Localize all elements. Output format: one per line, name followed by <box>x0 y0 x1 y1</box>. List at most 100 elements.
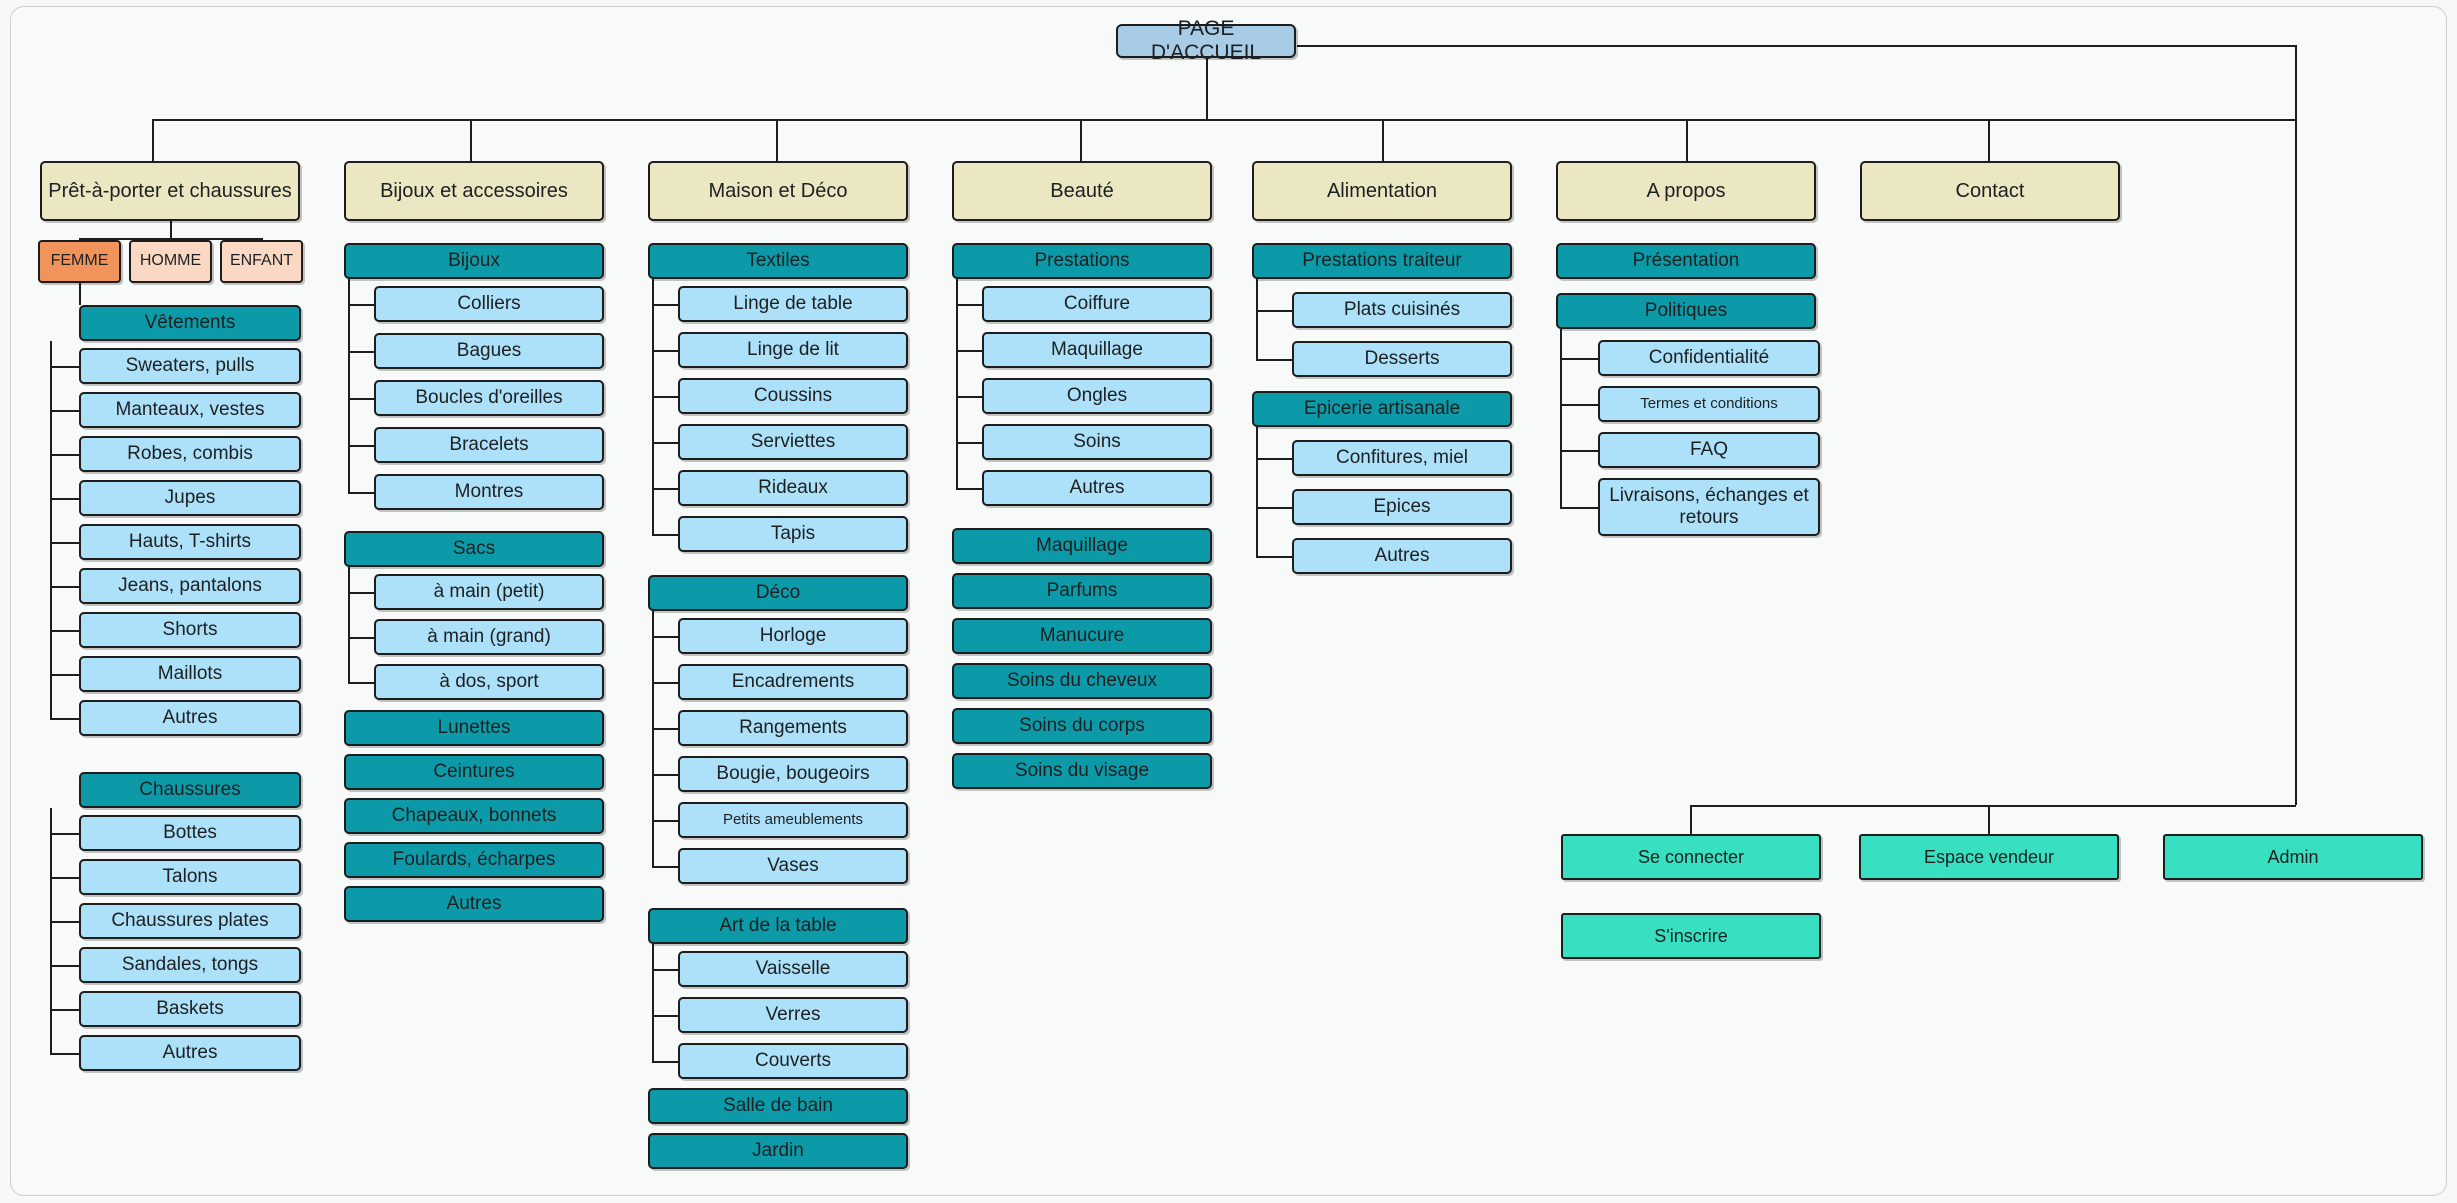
leaf-politiques-2[interactable]: Termes et conditions <box>1598 386 1820 422</box>
leaf-prestations-3[interactable]: Ongles <box>982 378 1212 414</box>
node-category-a-propos[interactable]: A propos <box>1556 161 1816 221</box>
node-maison-tail-1[interactable]: Salle de bain <box>648 1088 908 1124</box>
node-accessoire-2[interactable]: Ceintures <box>344 754 604 790</box>
leaf-traiteur-2[interactable]: Desserts <box>1292 341 1512 377</box>
leaf-bijoux-5[interactable]: Montres <box>374 474 604 510</box>
leaf-epicerie-3[interactable]: Autres <box>1292 538 1512 574</box>
leaf-vetements-8[interactable]: Maillots <box>79 656 301 692</box>
leaf-textiles-stub-4 <box>652 442 678 444</box>
leaf-vetements-7[interactable]: Shorts <box>79 612 301 648</box>
leaf-vetements-5[interactable]: Hauts, T-shirts <box>79 524 301 560</box>
node-accessoire-3[interactable]: Chapeaux, bonnets <box>344 798 604 834</box>
node-section-prestations[interactable]: Prestations <box>952 243 1212 279</box>
node-section-vetements[interactable]: Vêtements <box>79 305 301 341</box>
node-beaute-produit-3[interactable]: Manucure <box>952 618 1212 654</box>
leaf-traiteur-1[interactable]: Plats cuisinés <box>1292 292 1512 328</box>
node-section-epicerie[interactable]: Epicerie artisanale <box>1252 391 1512 427</box>
node-section-bijoux[interactable]: Bijoux <box>344 243 604 279</box>
node-category-contact[interactable]: Contact <box>1860 161 2120 221</box>
connector-drop-3 <box>776 119 778 161</box>
action-se-connecter[interactable]: Se connecter <box>1561 834 1821 880</box>
action-s-inscrire[interactable]: S'inscrire <box>1561 913 1821 959</box>
action-admin[interactable]: Admin <box>2163 834 2423 880</box>
leaf-art-1[interactable]: Vaisselle <box>678 951 908 987</box>
node-category-alimentation[interactable]: Alimentation <box>1252 161 1512 221</box>
leaf-chaussures-2[interactable]: Talons <box>79 859 301 895</box>
node-maison-tail-2[interactable]: Jardin <box>648 1133 908 1169</box>
node-section-textiles[interactable]: Textiles <box>648 243 908 279</box>
node-beaute-produit-4[interactable]: Soins du cheveux <box>952 663 1212 699</box>
connector-drop-4 <box>1080 119 1082 161</box>
leaf-art-2[interactable]: Verres <box>678 997 908 1033</box>
leaf-vetements-1[interactable]: Sweaters, pulls <box>79 348 301 384</box>
leaf-prestations-1[interactable]: Coiffure <box>982 286 1212 322</box>
leaf-art-3[interactable]: Couverts <box>678 1043 908 1079</box>
leaf-chaussures-6[interactable]: Autres <box>79 1035 301 1071</box>
connector-femme-down <box>79 283 81 305</box>
node-section-politiques[interactable]: Politiques <box>1556 293 1816 329</box>
leaf-politiques-3[interactable]: FAQ <box>1598 432 1820 468</box>
node-section-chaussures[interactable]: Chaussures <box>79 772 301 808</box>
leaf-textiles-4[interactable]: Serviettes <box>678 424 908 460</box>
node-accessoire-5[interactable]: Autres <box>344 886 604 922</box>
leaf-bijoux-3[interactable]: Boucles d'oreilles <box>374 380 604 416</box>
leaf-vetements-stub-6 <box>50 586 79 588</box>
leaf-prestations-2[interactable]: Maquillage <box>982 332 1212 368</box>
leaf-vetements-4[interactable]: Jupes <box>79 480 301 516</box>
leaf-politiques-4[interactable]: Livraisons, échanges et retours <box>1598 478 1820 536</box>
leaf-textiles-2[interactable]: Linge de lit <box>678 332 908 368</box>
leaf-chaussures-3[interactable]: Chaussures plates <box>79 903 301 939</box>
node-accessoire-4[interactable]: Foulards, écharpes <box>344 842 604 878</box>
leaf-prestations-4[interactable]: Soins <box>982 424 1212 460</box>
node-beaute-produit-2[interactable]: Parfums <box>952 573 1212 609</box>
leaf-textiles-6[interactable]: Tapis <box>678 516 908 552</box>
node-gender-homme[interactable]: HOMME <box>129 240 212 283</box>
leaf-sacs-3[interactable]: à dos, sport <box>374 664 604 700</box>
node-category-beaute[interactable]: Beauté <box>952 161 1212 221</box>
leaf-vetements-9[interactable]: Autres <box>79 700 301 736</box>
connector-top-bus <box>152 119 2297 121</box>
node-gender-enfant[interactable]: ENFANT <box>220 240 303 283</box>
node-section-deco[interactable]: Déco <box>648 575 908 611</box>
node-beaute-produit-1[interactable]: Maquillage <box>952 528 1212 564</box>
leaf-bijoux-1[interactable]: Colliers <box>374 286 604 322</box>
leaf-chaussures-5[interactable]: Baskets <box>79 991 301 1027</box>
leaf-sacs-2[interactable]: à main (grand) <box>374 619 604 655</box>
leaf-textiles-5[interactable]: Rideaux <box>678 470 908 506</box>
leaf-textiles-1[interactable]: Linge de table <box>678 286 908 322</box>
action-espace-vendeur[interactable]: Espace vendeur <box>1859 834 2119 880</box>
node-gender-femme[interactable]: FEMME <box>38 240 121 283</box>
leaf-bijoux-4[interactable]: Bracelets <box>374 427 604 463</box>
leaf-deco-6[interactable]: Vases <box>678 848 908 884</box>
leaf-chaussures-4[interactable]: Sandales, tongs <box>79 947 301 983</box>
leaf-chaussures-1[interactable]: Bottes <box>79 815 301 851</box>
connector-c1-down <box>170 221 172 239</box>
leaf-vetements-6[interactable]: Jeans, pantalons <box>79 568 301 604</box>
node-section-prestations-traiteur[interactable]: Prestations traiteur <box>1252 243 1512 279</box>
node-home[interactable]: PAGE D'ACCUEIL <box>1116 17 1296 64</box>
node-category-pret-a-porter[interactable]: Prêt-à-porter et chaussures <box>40 161 300 221</box>
leaf-bijoux-2[interactable]: Bagues <box>374 333 604 369</box>
node-category-maison[interactable]: Maison et Déco <box>648 161 908 221</box>
leaf-sacs-1[interactable]: à main (petit) <box>374 574 604 610</box>
node-section-art-de-la-table[interactable]: Art de la table <box>648 908 908 944</box>
leaf-textiles-3[interactable]: Coussins <box>678 378 908 414</box>
leaf-vetements-2[interactable]: Manteaux, vestes <box>79 392 301 428</box>
leaf-vetements-stub-7 <box>50 630 79 632</box>
leaf-prestations-5[interactable]: Autres <box>982 470 1212 506</box>
node-section-sacs[interactable]: Sacs <box>344 531 604 567</box>
node-category-bijoux[interactable]: Bijoux et accessoires <box>344 161 604 221</box>
leaf-deco-4[interactable]: Bougie, bougeoirs <box>678 756 908 792</box>
leaf-politiques-1[interactable]: Confidentialité <box>1598 340 1820 376</box>
leaf-deco-3[interactable]: Rangements <box>678 710 908 746</box>
leaf-deco-5[interactable]: Petits ameublements <box>678 802 908 838</box>
node-accessoire-1[interactable]: Lunettes <box>344 710 604 746</box>
node-beaute-produit-6[interactable]: Soins du visage <box>952 753 1212 789</box>
node-beaute-produit-5[interactable]: Soins du corps <box>952 708 1212 744</box>
leaf-epicerie-2[interactable]: Epices <box>1292 489 1512 525</box>
node-section-presentation[interactable]: Présentation <box>1556 243 1816 279</box>
leaf-deco-1[interactable]: Horloge <box>678 618 908 654</box>
leaf-epicerie-1[interactable]: Confitures, miel <box>1292 440 1512 476</box>
leaf-vetements-3[interactable]: Robes, combis <box>79 436 301 472</box>
leaf-deco-2[interactable]: Encadrements <box>678 664 908 700</box>
